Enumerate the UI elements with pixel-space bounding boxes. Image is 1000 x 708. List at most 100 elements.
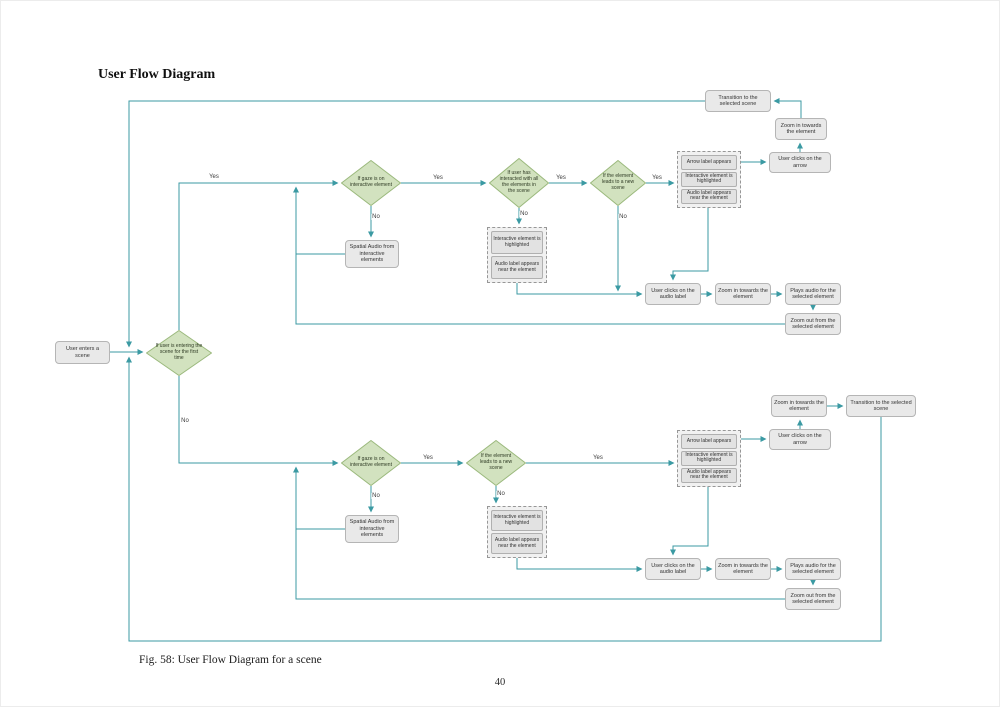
page-title: User Flow Diagram — [98, 67, 216, 82]
flow-edge — [773, 98, 802, 118]
group-item: Arrow label appears — [681, 155, 737, 170]
node-label: Zoom in towards the element — [718, 287, 768, 300]
spatial-audio-bottom: Spatial Audio from interactive elements — [345, 515, 399, 543]
node-label: User clicks on the audio label — [651, 287, 695, 300]
group-item: Audio label appears near the element — [681, 188, 737, 204]
node-label: Interactive element is highlighted — [685, 172, 733, 185]
node-label: Zoom in towards the element — [780, 122, 822, 135]
zoom-out-top: Zoom out from the selected element — [785, 313, 841, 335]
node-label: Audio label appears near the element — [686, 468, 732, 481]
node-label: Spatial Audio from interactive elements — [349, 244, 395, 264]
click-arrow-bottom: User clicks on the arrow — [769, 429, 831, 450]
node-label: Transition to the selected scene — [718, 94, 758, 107]
plays-audio-top: Plays audio for the selected element — [785, 283, 841, 305]
group-item: Interactive element is highlighted — [681, 450, 737, 466]
flow-edge — [126, 100, 705, 348]
interacted-all-decision: If user has interacted with all the elem… — [489, 158, 549, 208]
zoom-out-bottom: Zoom out from the selected element — [785, 588, 841, 610]
spatial-audio-top: Spatial Audio from interactive elements — [345, 240, 399, 268]
node-label: If gaze is on interactive element — [350, 176, 392, 188]
click-arrow-top: User clicks on the arrow — [769, 152, 831, 173]
edge-label: No — [371, 493, 381, 499]
node-label: Zoom in towards the element — [718, 562, 768, 575]
gaze-decision-top: If gaze is on interactive element — [341, 160, 401, 206]
edge-label: No — [371, 214, 381, 220]
group-item: Interactive element is highlighted — [491, 231, 543, 254]
edge-label: Yes — [422, 455, 434, 461]
group-item: Arrow label appears — [681, 434, 737, 449]
transition-bottom: Transition to the selected scene — [846, 395, 916, 417]
diamond-shape — [341, 440, 401, 486]
diamond-shape — [466, 440, 526, 486]
node-label: Zoom out from the selected element — [790, 317, 836, 330]
figure-caption: Fig. 58: User Flow Diagram for a scene — [139, 654, 322, 666]
edge-label: Yes — [208, 174, 220, 180]
edge-label: No — [618, 214, 628, 220]
flow-edge — [178, 376, 339, 466]
gaze-decision-bottom: If gaze is on interactive element — [341, 440, 401, 486]
node-label: Spatial Audio from interactive elements — [349, 519, 395, 539]
node-label: If the element leads to a new scene — [479, 453, 513, 471]
flow-edge — [670, 208, 709, 281]
node-label: Audio label appears near the element — [686, 189, 732, 202]
flow-edge — [293, 466, 785, 600]
node-label: Audio label appears near the element — [494, 536, 540, 549]
node-label: User enters a scene — [65, 346, 99, 359]
group-item: Interactive element is highlighted — [681, 171, 737, 187]
zoom-in-arrow-top: Zoom in towards the element — [775, 118, 827, 140]
edge-label: Yes — [651, 175, 663, 181]
start-node: User enters a scene — [55, 341, 110, 364]
flow-edge — [670, 487, 709, 556]
group-item: Interactive element is highlighted — [491, 510, 543, 531]
diamond-shape — [341, 160, 401, 206]
flow-edge — [126, 356, 882, 642]
diamond-shape — [146, 330, 212, 376]
leads-new-scene-decision-top: If the element leads to a new scene — [590, 160, 646, 206]
edge-label: No — [496, 491, 506, 497]
node-label: User clicks on the audio label — [651, 562, 695, 575]
edge-label: Yes — [555, 175, 567, 181]
node-label: Interactive element is highlighted — [685, 451, 733, 464]
node-label: Plays audio for the selected element — [790, 287, 836, 300]
flow-edge — [516, 283, 643, 297]
node-label: If gaze is on interactive element — [350, 456, 392, 468]
click-audio-top: User clicks on the audio label — [645, 283, 701, 305]
flow-edge — [516, 558, 643, 572]
node-label: If user has interacted with all the elem… — [499, 170, 539, 194]
node-label: Plays audio for the selected element — [790, 562, 836, 575]
node-label: Arrow label appears — [686, 158, 732, 165]
node-label: Interactive element is highlighted — [493, 235, 541, 248]
group-item: Audio label appears near the element — [681, 467, 737, 483]
node-label: If user is entering the scene for the fi… — [155, 343, 203, 361]
flow-edge — [178, 180, 339, 330]
group-item: Audio label appears near the element — [491, 256, 543, 279]
node-label: Audio label appears near the element — [494, 260, 540, 273]
group-item: Audio label appears near the element — [491, 533, 543, 554]
transition-top: Transition to the selected scene — [705, 90, 771, 112]
flow-edge — [293, 186, 785, 325]
node-label: User clicks on the arrow — [778, 156, 822, 169]
node-label: Arrow label appears — [686, 437, 732, 444]
node-label: If the element leads to a new scene — [601, 173, 635, 191]
zoom-in-audio-top: Zoom in towards the element — [715, 283, 771, 305]
node-label: Transition to the selected scene — [850, 399, 912, 412]
edge-label: Yes — [592, 455, 604, 461]
first-time-decision: If user is entering the scene for the fi… — [146, 330, 212, 376]
leads-new-scene-decision-bottom: If the element leads to a new scene — [466, 440, 526, 486]
diamond-shape — [489, 158, 549, 208]
zoom-in-arrow-bottom: Zoom in towards the element — [771, 395, 827, 417]
edge-label: No — [180, 418, 190, 424]
page-number: 40 — [494, 677, 506, 688]
zoom-in-audio-bottom: Zoom in towards the element — [715, 558, 771, 580]
node-label: Zoom out from the selected element — [790, 592, 836, 605]
plays-audio-bottom: Plays audio for the selected element — [785, 558, 841, 580]
edge-label: No — [519, 211, 529, 217]
node-label: Zoom in towards the element — [774, 399, 824, 412]
